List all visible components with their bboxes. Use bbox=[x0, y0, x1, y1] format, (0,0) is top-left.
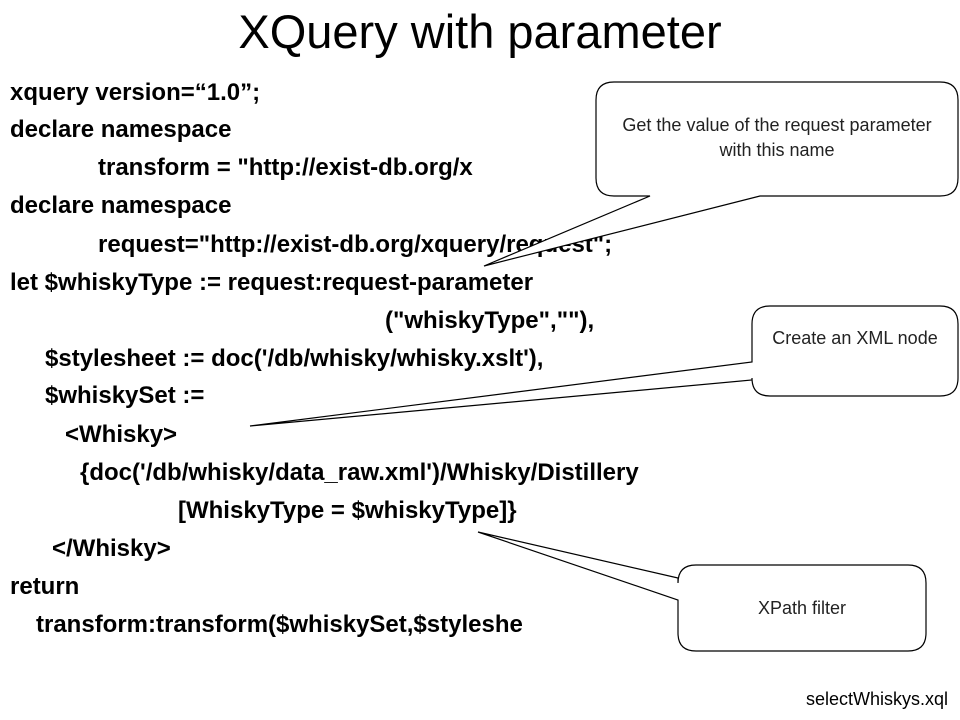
callout-xml-node-text: Create an XML node bbox=[772, 328, 938, 348]
code-line: {doc('/db/whisky/data_raw.xml')/Whisky/D… bbox=[80, 459, 639, 486]
code-line: transform:transform($whiskySet,$styleshe bbox=[36, 611, 523, 638]
callout-request-param-bubble bbox=[483, 81, 959, 267]
callout-xml-node-bubble bbox=[249, 305, 959, 427]
code-line: declare namespace bbox=[10, 116, 232, 143]
code-line: return bbox=[10, 573, 80, 600]
code-line: [WhiskyType = $whiskyType]} bbox=[178, 497, 517, 524]
slide-title: XQuery with parameter bbox=[238, 5, 722, 58]
code-line: declare namespace bbox=[10, 192, 232, 219]
code-line: $stylesheet := doc('/db/whisky/whisky.xs… bbox=[45, 345, 544, 372]
file-name-label: selectWhiskys.xql bbox=[805, 689, 948, 709]
code-line: </Whisky> bbox=[52, 535, 171, 562]
code-line: let $whiskyType := request:request-param… bbox=[10, 269, 534, 296]
code-line: $whiskySet := bbox=[45, 382, 205, 409]
code-line: transform = "http://exist-db.org/x bbox=[98, 154, 473, 181]
callout-xpath-filter-bubble bbox=[477, 531, 927, 652]
code-line: xquery version=“1.0”; bbox=[10, 79, 261, 106]
code-line: <Whisky> bbox=[65, 421, 178, 448]
callout-xpath-filter-text: XPath filter bbox=[757, 598, 847, 618]
callout-request-param-text: Get the value of the request parameter w… bbox=[622, 115, 932, 160]
code-line: ("whiskyType",""), bbox=[385, 307, 595, 334]
